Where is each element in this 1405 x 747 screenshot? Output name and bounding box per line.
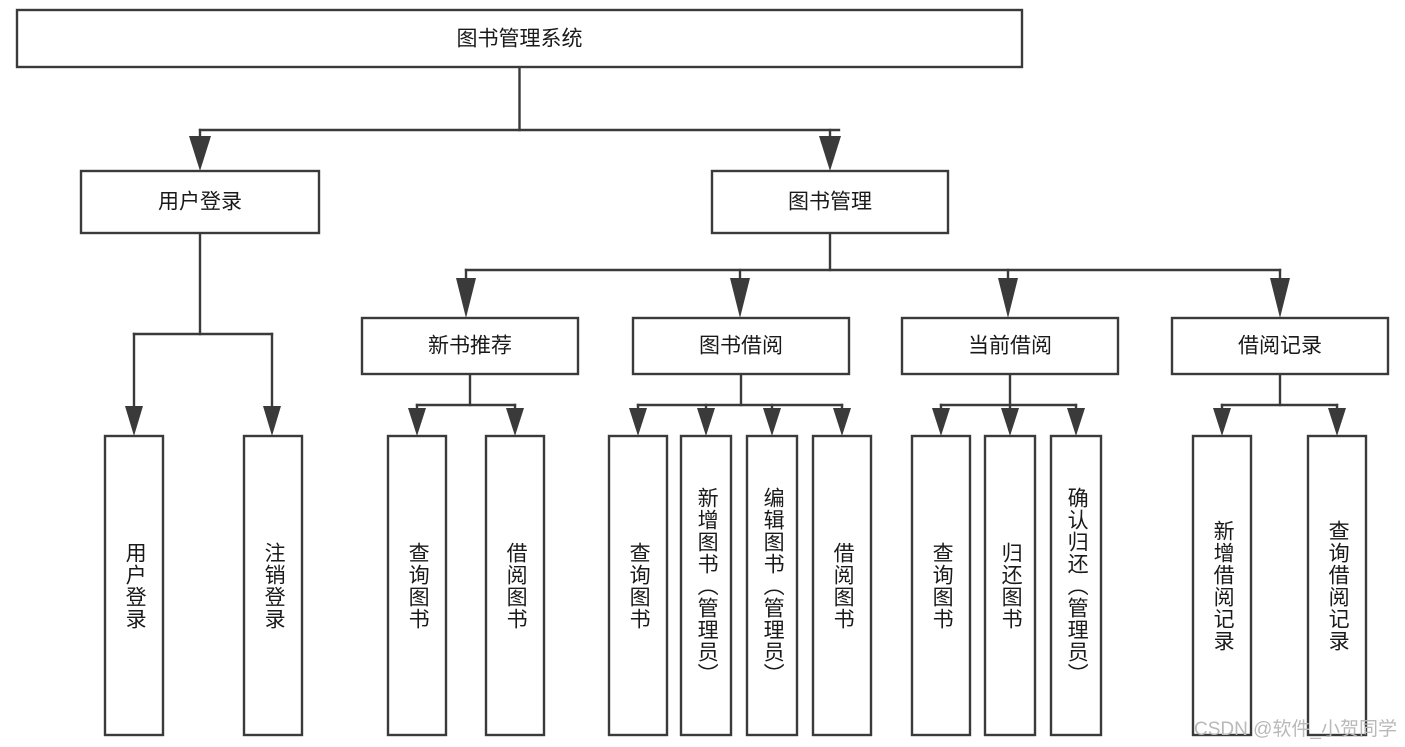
connector-group-user-login xyxy=(125,231,281,436)
node-user-login-box[interactable] xyxy=(79,169,321,235)
arrow-head-icon xyxy=(506,408,524,436)
arrow-head-icon xyxy=(408,408,426,436)
connector-group-book-borrow xyxy=(629,372,851,436)
arrow-head-icon xyxy=(125,406,143,436)
arrow-head-icon xyxy=(629,408,647,436)
arrow-head-icon xyxy=(833,408,851,436)
node-borrow-record-label: 借阅记录 xyxy=(1238,335,1322,358)
node-leaf-confirm-return-admin-box[interactable] xyxy=(1049,434,1103,737)
arrow-head-icon xyxy=(697,408,715,436)
node-new-book-recommend[interactable]: 新书推荐 xyxy=(360,316,580,376)
node-root-box[interactable] xyxy=(15,8,1024,69)
arrow-head-icon xyxy=(1270,278,1290,318)
arrow-head-icon xyxy=(263,406,281,436)
arrow-head-icon xyxy=(763,408,781,436)
node-leaf-logout-box[interactable] xyxy=(242,434,304,737)
node-current-borrow[interactable]: 当前借阅 xyxy=(900,316,1120,376)
arrow-head-icon xyxy=(456,278,476,318)
csdn-watermark: CSDN @软件_小贺同学 xyxy=(1194,719,1397,740)
node-leaf-borrow-book-2-box[interactable] xyxy=(811,434,873,737)
node-leaf-user-login-box[interactable] xyxy=(103,434,165,737)
node-leaf-query-book-3-box[interactable] xyxy=(910,434,972,737)
node-leaf-borrow-book-1-box[interactable] xyxy=(484,434,546,737)
arrow-head-icon xyxy=(932,408,950,436)
node-user-login-label: 用户登录 xyxy=(158,191,242,214)
node-current-borrow-label: 当前借阅 xyxy=(968,335,1052,358)
arrow-head-icon xyxy=(998,278,1018,318)
connector-group-borrow-record xyxy=(1213,372,1346,436)
connector-group-root xyxy=(189,65,841,171)
connector-group-current-borrow xyxy=(932,372,1085,436)
node-book-manage-label: 图书管理 xyxy=(788,191,872,214)
node-borrow-record[interactable]: 借阅记录 xyxy=(1170,316,1390,376)
node-root-label: 图书管理系统 xyxy=(457,28,583,51)
arrow-head-icon xyxy=(1001,408,1019,436)
node-leaf-return-book-box[interactable] xyxy=(983,434,1037,737)
arrow-head-icon xyxy=(1213,408,1231,436)
arrow-head-icon xyxy=(1067,408,1085,436)
node-leaf-query-book-1-box[interactable] xyxy=(386,434,448,737)
node-new-book-recommend-label: 新书推荐 xyxy=(428,335,512,358)
connector-group-book-manage xyxy=(456,231,1290,318)
node-leaf-add-borrow-record-box[interactable] xyxy=(1191,434,1253,737)
node-book-borrow-box[interactable] xyxy=(631,316,851,376)
node-borrow-record-box[interactable] xyxy=(1170,316,1390,376)
node-book-borrow-label: 图书借阅 xyxy=(699,335,783,358)
arrow-head-icon xyxy=(730,278,750,318)
node-current-borrow-box[interactable] xyxy=(900,316,1120,376)
arrow-head-icon xyxy=(819,136,841,171)
node-leaf-edit-book-admin-box[interactable] xyxy=(745,434,799,737)
node-book-manage-box[interactable] xyxy=(710,169,950,235)
node-user-login[interactable]: 用户登录 xyxy=(79,169,321,235)
node-new-book-recommend-box[interactable] xyxy=(360,316,580,376)
node-leaf-query-borrow-record-box[interactable] xyxy=(1306,434,1368,737)
node-leaf-add-book-admin-box[interactable] xyxy=(679,434,733,737)
arrow-head-icon xyxy=(1328,408,1346,436)
arrow-head-icon xyxy=(189,136,211,171)
node-book-manage[interactable]: 图书管理 xyxy=(710,169,950,235)
connector-group-new-book-recommend xyxy=(408,372,524,436)
node-book-borrow[interactable]: 图书借阅 xyxy=(631,316,851,376)
node-root[interactable]: 图书管理系统 xyxy=(15,8,1024,69)
node-leaf-query-book-2-box[interactable] xyxy=(607,434,669,737)
